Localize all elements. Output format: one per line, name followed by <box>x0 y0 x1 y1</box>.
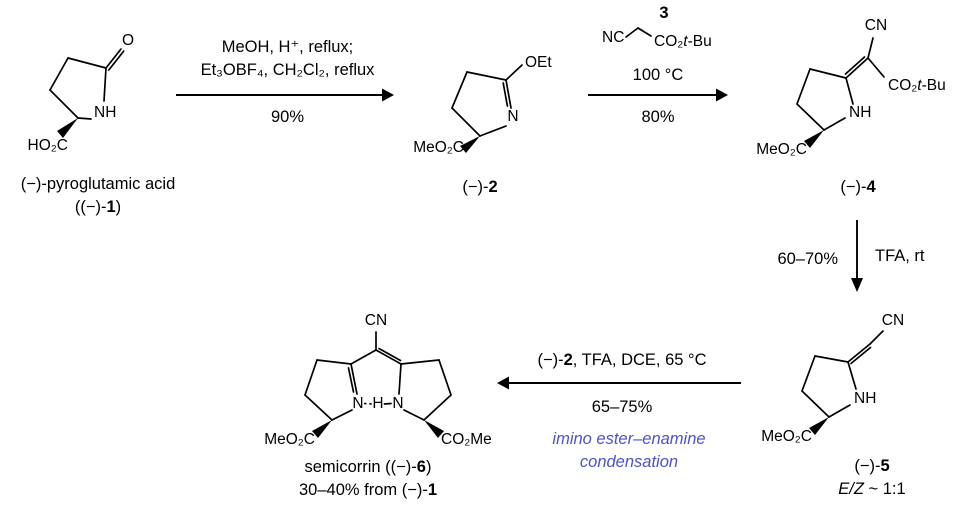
compound5-ez-italic: E/Z <box>838 480 864 498</box>
caption-compound6: semicorrin ((−)-6) 30–40% from (−)-1 <box>268 456 468 502</box>
compound5-number-bold: 5 <box>880 457 890 475</box>
atom-label-n-right: N <box>392 395 403 412</box>
wedge-bond <box>804 130 824 148</box>
atom-label-meo2c: MeO₂C <box>264 431 315 448</box>
bonds-reagent3 <box>625 27 652 38</box>
wedge-bond-left <box>312 420 332 438</box>
arrow1-yield: 90% <box>270 108 305 126</box>
caption-compound4: (−)-4 <box>808 176 908 199</box>
arrow3-cond-post: , TFA, DCE, 65 °C <box>572 351 707 369</box>
atom-label-meo2c: MeO₂C <box>761 428 812 445</box>
bonds-compound5 <box>801 330 884 435</box>
atom-label-cn: CN <box>365 312 387 329</box>
atom-label-n-left: N <box>352 395 363 412</box>
arrow-down-conditions: TFA, rt <box>875 247 925 265</box>
arrow1-conditions-line2: Et₃OBF₄, CH₂Cl₂, reflux <box>200 61 375 79</box>
compound5-number-pre: (−)- <box>854 457 881 475</box>
wedge-bond <box>809 417 829 435</box>
atom-label-nh: NH <box>849 104 871 121</box>
arrow-down-yield: 60–70% <box>777 250 838 268</box>
compound1-name: (−)-pyroglutamic acid <box>20 175 176 193</box>
arrow3-cond-bold: 2 <box>563 351 573 369</box>
reaction-arrow-1 <box>176 88 394 102</box>
compound5-ez-ratio: ~ 1:1 <box>863 480 906 498</box>
structure-compound4: CN CO₂t-Bu NH MeO₂C <box>756 17 946 158</box>
wedge-bond-right <box>424 420 444 438</box>
atom-label-h: H <box>372 395 383 412</box>
compound6-number-bold: 6 <box>416 458 426 476</box>
compound1-number: ((−)- <box>74 198 107 216</box>
arrow3-cond-pre: (−)- <box>537 351 564 369</box>
arrow3-conditions: (−)-2, TFA, DCE, 65 °C <box>497 349 747 372</box>
compound6-name-pre: semicorrin ((−)- <box>304 458 417 476</box>
wedge-bond <box>460 136 480 153</box>
arrow1-conditions-line1: MeOH, H⁺, reflux; <box>221 38 354 56</box>
atom-label-co2me: CO₂Me <box>441 431 492 448</box>
caption-compound2: (−)-2 <box>430 176 530 199</box>
structure-compound2: OEt N MeO₂C <box>413 54 552 156</box>
structure-compound5: CN NH MeO₂C <box>761 312 904 445</box>
structure-reagent3: NC CO₂t-Bu <box>602 27 712 50</box>
caption-compound5: (−)-5 E/Z ~ 1:1 <box>822 455 922 501</box>
atom-label-meo2c: MeO₂C <box>756 141 807 158</box>
compound6-name-post: ) <box>425 458 432 476</box>
compound6-yield-pre: 30–40% from (−)- <box>298 481 428 499</box>
atom-label-meo2c: MeO₂C <box>413 139 464 156</box>
arrowhead-left <box>497 376 509 390</box>
arrow3-note: imino ester–enamine condensation <box>504 428 754 474</box>
compound4-number-pre: (−)- <box>840 178 867 196</box>
compound1-number-bold: 1 <box>106 198 116 216</box>
compound6-yield-bold: 1 <box>427 481 438 499</box>
arrowhead-down <box>851 278 863 292</box>
arrowhead-right <box>382 88 394 102</box>
arrow3-note-line2: condensation <box>579 453 679 471</box>
atom-label-oet: OEt <box>525 54 552 71</box>
atom-label-co2tbu: CO₂t-Bu <box>654 33 712 50</box>
atom-label-cn: CN <box>865 17 887 34</box>
reagent3-number: 3 <box>659 4 669 22</box>
compound4-number-bold: 4 <box>866 178 876 196</box>
bonds-compound4 <box>796 37 885 148</box>
bonds-compound1 <box>49 48 125 138</box>
atom-label-nh: NH <box>94 104 116 121</box>
atom-label-co2h: HO₂C <box>28 137 68 154</box>
reaction-arrow-2 <box>588 88 728 102</box>
arrow2-yield: 80% <box>641 108 675 126</box>
atom-label-n: N <box>507 108 518 125</box>
atom-label-nc: NC <box>602 29 624 46</box>
reaction-arrow-down <box>851 220 863 292</box>
caption-compound1: (−)-pyroglutamic acid ((−)-1) <box>0 173 196 219</box>
reaction-arrow-3 <box>497 376 741 390</box>
arrow3-note-line1: imino ester–enamine <box>552 430 706 448</box>
arrow1-conditions: MeOH, H⁺, reflux; Et₃OBF₄, CH₂Cl₂, reflu… <box>170 36 405 82</box>
arrowhead-right <box>716 88 728 102</box>
bonds-compound2 <box>451 64 523 153</box>
atom-label-nh: NH <box>854 390 876 407</box>
arrow2-temperature: 100 °C <box>632 66 684 84</box>
hydrogen-bond <box>363 402 373 405</box>
compound1-number-post: ) <box>115 198 122 216</box>
structure-semicorrin: CN N H N MeO₂C CO₂Me <box>264 312 492 448</box>
atom-label-cn: CN <box>882 312 904 329</box>
structure-pyroglutamic-acid: O NH HO₂C <box>28 32 135 154</box>
wedge-bond <box>57 118 78 138</box>
atom-label-carbonyl-o: O <box>122 32 134 49</box>
bonds-compound6 <box>304 331 452 438</box>
compound2-number-bold: 2 <box>488 178 498 196</box>
compound2-number-pre: (−)- <box>462 178 489 196</box>
atom-label-co2tbu: CO₂t-Bu <box>888 77 946 94</box>
arrow3-yield: 65–75% <box>591 398 653 416</box>
